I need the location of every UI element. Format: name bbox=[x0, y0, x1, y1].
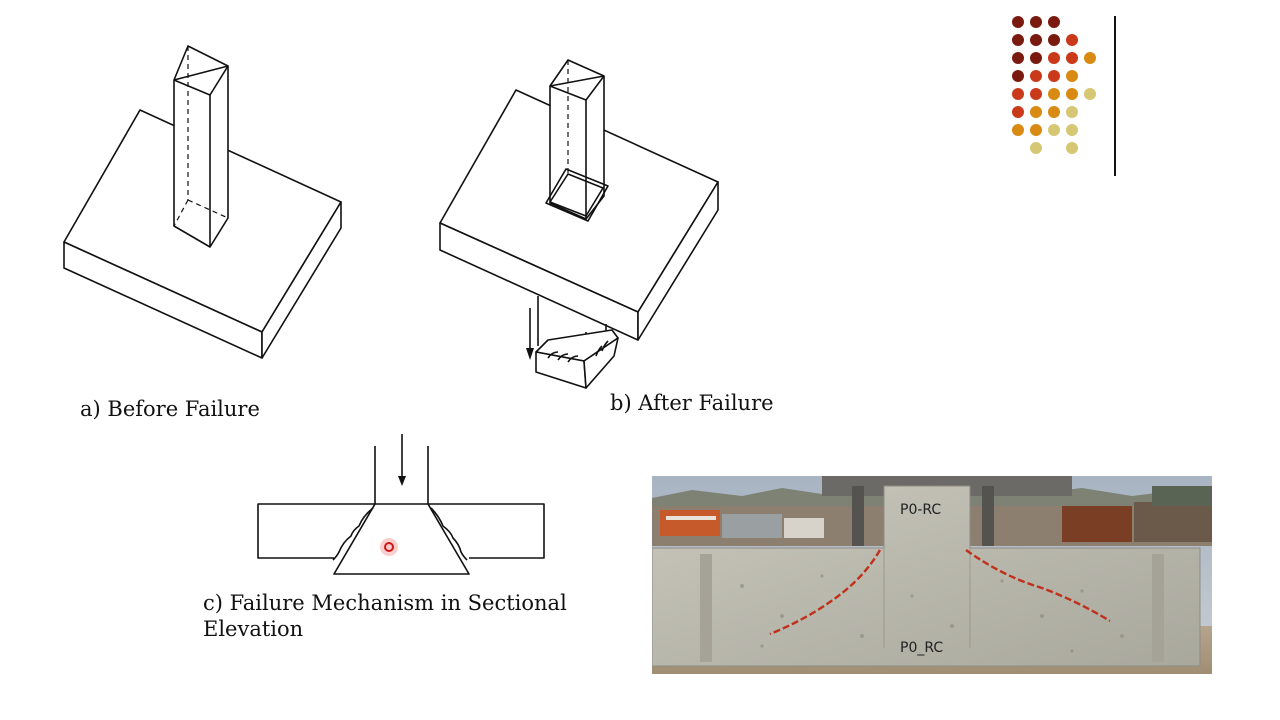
decorative-dot bbox=[1030, 142, 1042, 154]
decorative-dot bbox=[1012, 124, 1024, 136]
caption-failure-mechanism: c) Failure Mechanism in Sectional Elevat… bbox=[203, 591, 567, 641]
decorative-dot bbox=[1048, 88, 1060, 100]
decorative-dot bbox=[1048, 70, 1060, 82]
decorative-dot bbox=[1066, 52, 1078, 64]
decorative-dot bbox=[1066, 106, 1078, 118]
decorative-dot bbox=[1030, 88, 1042, 100]
decorative-dot bbox=[1066, 88, 1078, 100]
highlight-dot-icon bbox=[380, 538, 398, 556]
decorative-dot bbox=[1084, 52, 1096, 64]
decorative-dot bbox=[1030, 52, 1042, 64]
footing-after-failure-drawing bbox=[439, 59, 719, 389]
decorative-dot bbox=[1012, 34, 1024, 46]
decorative-dot bbox=[1030, 70, 1042, 82]
decorative-dot-grid bbox=[1012, 16, 1096, 154]
decorative-dot bbox=[1012, 88, 1024, 100]
specimen-top-label: P0-RC bbox=[900, 502, 942, 518]
specimen-bottom-label: P0_RC bbox=[900, 640, 944, 656]
caption-after-failure: b) After Failure bbox=[610, 391, 774, 415]
decorative-dot bbox=[1048, 16, 1060, 28]
decorative-dot bbox=[1048, 34, 1060, 46]
decorative-dot bbox=[1066, 124, 1078, 136]
vertical-divider bbox=[1114, 16, 1116, 176]
specimen-photo: P0-RC P0_RC bbox=[652, 476, 1212, 674]
decorative-dot bbox=[1048, 52, 1060, 64]
decorative-dot bbox=[1084, 88, 1096, 100]
decorative-dot bbox=[1030, 34, 1042, 46]
decorative-dot bbox=[1012, 70, 1024, 82]
footing-before-failure-drawing bbox=[63, 45, 342, 359]
caption-before-failure: a) Before Failure bbox=[80, 397, 260, 421]
decorative-dot bbox=[1030, 106, 1042, 118]
decorative-dot bbox=[1048, 106, 1060, 118]
decorative-dot bbox=[1030, 124, 1042, 136]
decorative-dot bbox=[1012, 52, 1024, 64]
decorative-dot bbox=[1048, 124, 1060, 136]
sectional-elevation-drawing bbox=[257, 434, 545, 575]
decorative-dot bbox=[1066, 142, 1078, 154]
decorative-dot bbox=[1066, 34, 1078, 46]
decorative-dot bbox=[1066, 70, 1078, 82]
decorative-dot bbox=[1030, 16, 1042, 28]
decorative-dot bbox=[1012, 16, 1024, 28]
decorative-dot bbox=[1012, 106, 1024, 118]
